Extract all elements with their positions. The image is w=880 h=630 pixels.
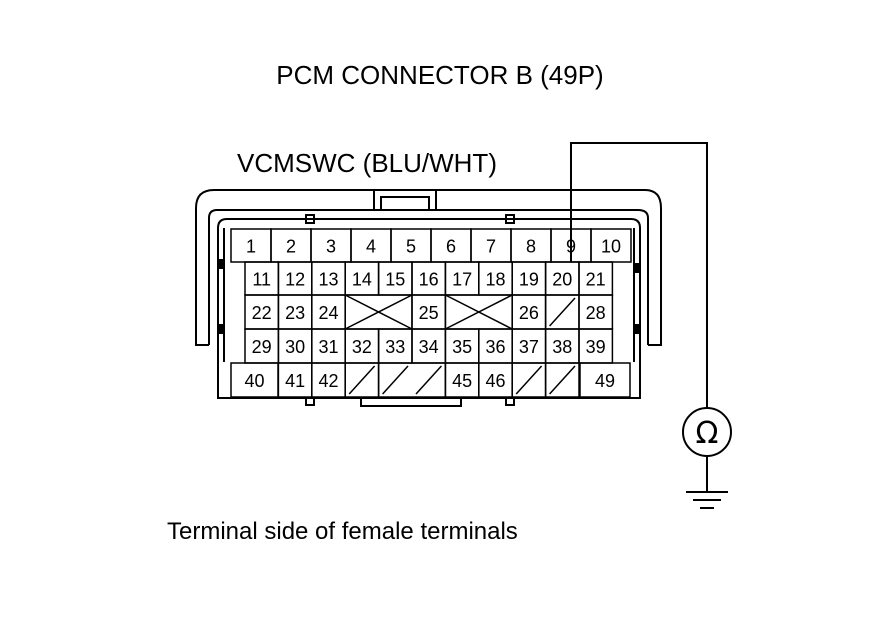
terminal-13: 13	[318, 270, 338, 290]
terminal-40: 40	[244, 371, 264, 391]
terminal-46: 46	[485, 371, 505, 391]
terminal-26: 26	[519, 303, 539, 323]
terminal-45: 45	[452, 371, 472, 391]
cross-mark	[445, 294, 513, 330]
terminal-10: 10	[601, 237, 621, 257]
unused-cavity	[544, 362, 580, 398]
terminal-15: 15	[385, 270, 405, 290]
unused-terminal-marks	[344, 294, 580, 398]
unused-cavity	[344, 294, 413, 330]
terminal-23: 23	[285, 303, 305, 323]
terminal-21: 21	[586, 270, 606, 290]
terminal-7: 7	[486, 237, 496, 257]
unused-cavity	[377, 362, 447, 398]
terminal-31: 31	[318, 337, 338, 357]
terminal-18: 18	[485, 270, 505, 290]
ground-icon	[686, 491, 728, 509]
terminal-29: 29	[252, 337, 272, 357]
slash-mark	[348, 365, 376, 395]
terminal-6: 6	[446, 237, 456, 257]
terminal-4: 4	[366, 237, 376, 257]
terminal-14: 14	[352, 270, 372, 290]
terminal-cell	[579, 362, 631, 398]
terminal-42: 42	[318, 371, 338, 391]
terminal-11: 11	[252, 270, 271, 290]
terminal-38: 38	[552, 337, 572, 357]
terminal-28: 28	[586, 303, 606, 323]
probe-lead	[570, 142, 708, 408]
terminal-39: 39	[586, 337, 606, 357]
slash-mark	[415, 365, 442, 395]
diagram-title: PCM CONNECTOR B (49P)	[276, 60, 604, 90]
terminal-25: 25	[419, 303, 439, 323]
terminal-16: 16	[419, 270, 439, 290]
terminal-2: 2	[286, 237, 296, 257]
terminal-34: 34	[419, 337, 439, 357]
terminal-35: 35	[452, 337, 472, 357]
slash-mark	[382, 365, 409, 395]
terminal-37: 37	[519, 337, 539, 357]
diagram-caption: Terminal side of female terminals	[167, 518, 518, 545]
terminal-20: 20	[552, 270, 572, 290]
terminal-5: 5	[406, 237, 416, 257]
connector-housing	[195, 189, 662, 407]
wire-label: VCMSWC (BLU/WHT)	[237, 148, 497, 178]
terminal-30: 30	[285, 337, 305, 357]
terminal-1: 1	[246, 237, 256, 257]
terminal-12: 12	[285, 270, 305, 290]
ohm-symbol: Ω	[696, 416, 719, 451]
terminal-36: 36	[485, 337, 505, 357]
terminal-49: 49	[595, 371, 615, 391]
cross-mark	[344, 294, 413, 330]
terminal-8: 8	[526, 237, 536, 257]
terminal-33: 33	[385, 337, 405, 357]
unused-cavity	[544, 294, 580, 330]
unused-cavity	[444, 294, 513, 330]
slash-mark	[549, 365, 576, 395]
terminal-32: 32	[352, 337, 372, 357]
slash-mark	[515, 365, 543, 395]
slash-mark	[549, 297, 576, 327]
terminal-41: 41	[285, 371, 305, 391]
terminal-19: 19	[519, 270, 539, 290]
terminal-22: 22	[252, 303, 272, 323]
terminal-17: 17	[452, 270, 472, 290]
terminal-3: 3	[326, 237, 336, 257]
housing-marks	[218, 259, 640, 334]
terminal-24: 24	[318, 303, 338, 323]
probe-circuit	[570, 142, 732, 509]
